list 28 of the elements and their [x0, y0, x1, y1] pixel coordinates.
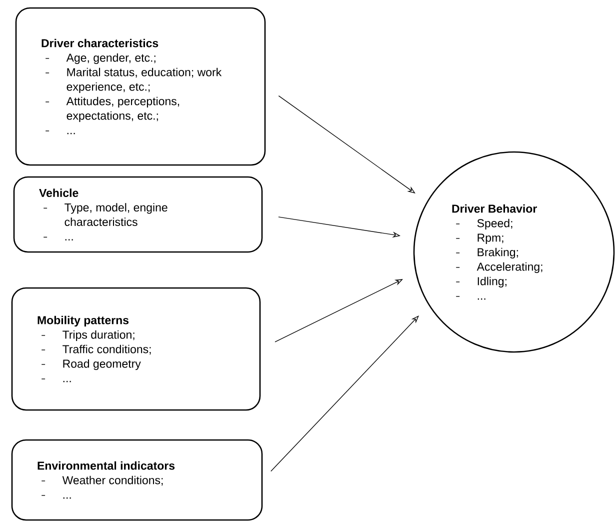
rounded-box [11, 287, 261, 411]
list-item: ... [456, 296, 486, 300]
list-item: ... [41, 378, 71, 382]
heading: Driver characteristics [42, 38, 158, 48]
circle-node [413, 151, 615, 353]
heading: Vehicle [39, 188, 78, 198]
list-item: Rpm; [456, 234, 504, 244]
list-item: ... [43, 236, 73, 240]
list-item: Traffic conditions; [41, 344, 151, 355]
list-item: Attitudes, perceptions, expectations, etc.; [45, 96, 180, 122]
heading: Mobility patterns [38, 316, 129, 327]
heading: Environmental indicators [38, 461, 175, 470]
list-item: ... [41, 495, 71, 499]
list-item: ... [45, 130, 75, 134]
heading: Driver Behavior [452, 204, 537, 213]
rounded-box [13, 176, 263, 253]
list-item: Speed; [456, 218, 512, 230]
list-item: Accelerating; [456, 262, 542, 274]
rounded-box [15, 7, 266, 166]
rounded-box [11, 439, 263, 521]
list-item: Idling; [456, 276, 506, 288]
list-item: Age, gender, etc.; [45, 53, 156, 64]
list-item: Braking; [456, 248, 518, 259]
list-item: Road geometry [41, 359, 141, 370]
list-item: Trips duration; [41, 330, 134, 342]
list-item: Marital status, education; work experience, etc.; [45, 68, 222, 94]
list-item: Type, model, engine characteristics [43, 203, 168, 226]
list-item: Weather conditions; [41, 476, 163, 486]
